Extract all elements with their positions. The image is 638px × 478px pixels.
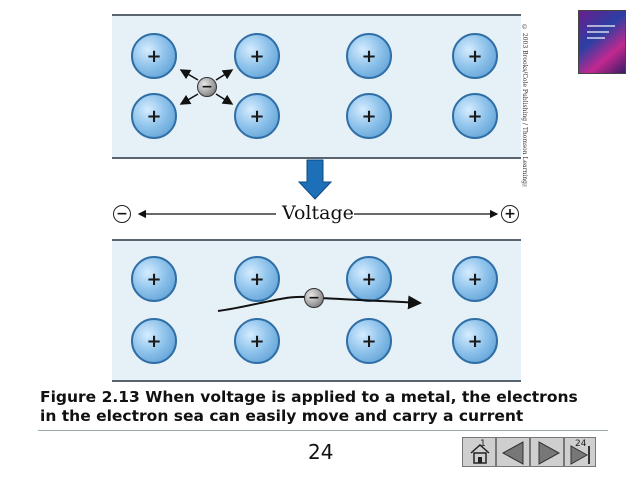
- ion-symbol: +: [361, 268, 377, 290]
- positive-ion: +: [346, 33, 392, 79]
- electron: −: [304, 288, 324, 308]
- ion-symbol: +: [146, 45, 162, 67]
- ion-symbol: +: [467, 268, 483, 290]
- ion-symbol: +: [249, 45, 265, 67]
- positive-ion: +: [234, 93, 280, 139]
- nav-last-number: 24: [575, 439, 587, 449]
- page-number: 24: [308, 440, 334, 464]
- home-icon: [470, 443, 490, 464]
- positive-ion: +: [346, 256, 392, 302]
- voltage-label: Voltage: [282, 202, 354, 224]
- ion-symbol: +: [467, 45, 483, 67]
- ion-symbol: +: [361, 105, 377, 127]
- ion-symbol: +: [146, 268, 162, 290]
- nav-first-number: 1: [480, 439, 486, 449]
- ion-symbol: +: [249, 268, 265, 290]
- previous-slide-button[interactable]: [496, 437, 530, 467]
- ion-symbol: +: [249, 105, 265, 127]
- positive-ion: +: [452, 33, 498, 79]
- caption-line: in the electron sea can easily move and …: [40, 407, 524, 425]
- book-cover-image: [578, 10, 626, 74]
- ion-symbol: +: [467, 330, 483, 352]
- ion-symbol: +: [249, 330, 265, 352]
- positive-ion: +: [131, 318, 177, 364]
- transition-arrow: [297, 159, 333, 200]
- next-slide-button[interactable]: [530, 437, 564, 467]
- last-slide-button[interactable]: 24: [564, 437, 596, 467]
- positive-ion: +: [131, 93, 177, 139]
- positive-ion: +: [346, 93, 392, 139]
- positive-ion: +: [234, 318, 280, 364]
- electron: −: [197, 77, 217, 97]
- copyright-notice: © 2003 Brooks/Cole Publishing / Thomson …: [521, 24, 528, 191]
- next-icon: [538, 441, 561, 465]
- positive-ion: +: [234, 256, 280, 302]
- positive-ion: +: [131, 33, 177, 79]
- home-button[interactable]: 1: [462, 437, 496, 467]
- positive-ion: +: [234, 33, 280, 79]
- electron-symbol: −: [201, 79, 213, 95]
- ion-symbol: +: [146, 105, 162, 127]
- positive-ion: +: [452, 93, 498, 139]
- negative-terminal-symbol: −: [116, 206, 128, 222]
- previous-icon: [501, 441, 524, 465]
- divider: [38, 430, 608, 431]
- positive-ion: +: [131, 256, 177, 302]
- ion-symbol: +: [361, 330, 377, 352]
- ion-symbol: +: [361, 45, 377, 67]
- negative-terminal: −: [113, 205, 131, 223]
- ion-symbol: +: [146, 330, 162, 352]
- positive-ion: +: [346, 318, 392, 364]
- positive-terminal: +: [501, 205, 519, 223]
- positive-ion: +: [452, 318, 498, 364]
- metal-lattice-no-voltage: [112, 14, 521, 159]
- caption-line: Figure 2.13 When voltage is applied to a…: [40, 388, 578, 406]
- ion-symbol: +: [467, 105, 483, 127]
- figure-caption: Figure 2.13 When voltage is applied to a…: [40, 388, 610, 426]
- positive-terminal-symbol: +: [504, 206, 516, 222]
- electron-symbol: −: [308, 290, 320, 306]
- positive-ion: +: [452, 256, 498, 302]
- end-icon: [570, 445, 590, 465]
